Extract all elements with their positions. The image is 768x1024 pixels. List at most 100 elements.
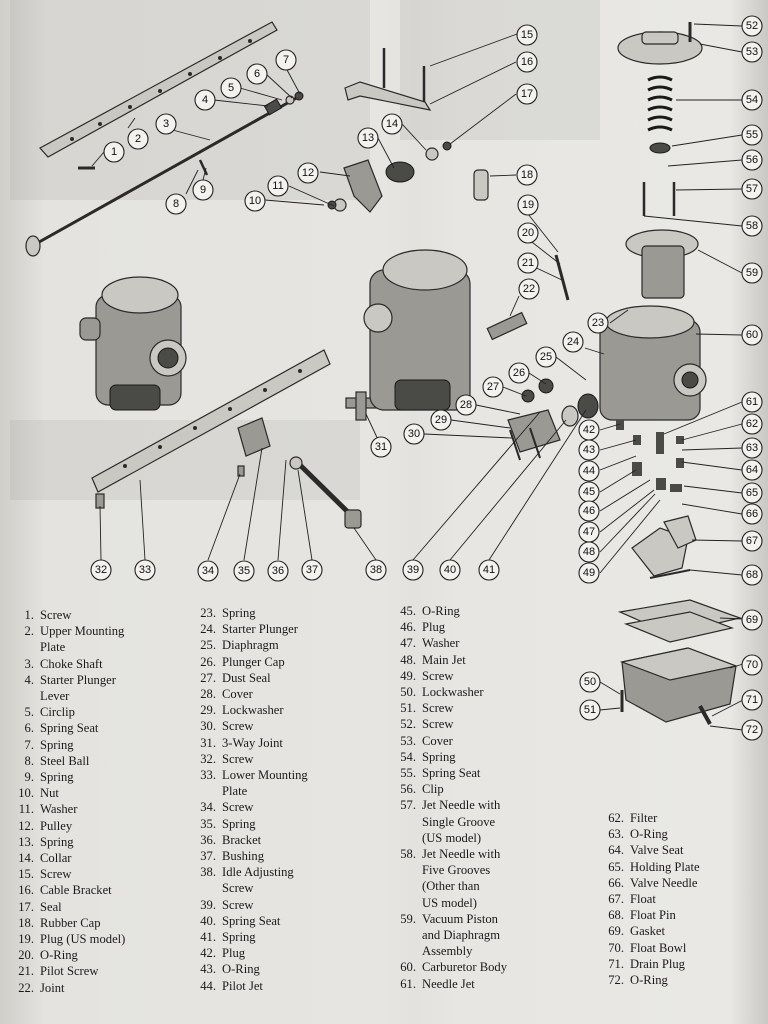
legend-item-name: Plug — [422, 620, 446, 635]
legend-item-number: 6. — [24, 721, 34, 736]
legend-item-name: O-Ring — [422, 604, 460, 618]
callout-6: 6 — [246, 63, 268, 85]
legend-item-number: 58. — [400, 847, 416, 862]
exploded-carburetor-diagram: 1 2 3 4 5 6 7 8 9 10 11 12 13 14 15 16 1… — [25, 15, 763, 586]
legend-item: 55.Spring Seat — [382, 765, 507, 781]
callout-58: 58 — [741, 215, 763, 237]
legend-item-number: 20. — [18, 948, 34, 963]
svg-text:65: 65 — [746, 487, 758, 499]
legend-item-name: O-Ring — [630, 827, 668, 842]
legend-item-name: Spring Seat — [222, 913, 281, 928]
callout-33: 33 — [134, 559, 156, 581]
legend-item-name: Starter Plunger — [40, 672, 116, 687]
legend-item-name: Diaphragm — [222, 638, 279, 653]
legend-item: 30.Screw — [182, 718, 308, 734]
svg-text:57: 57 — [746, 183, 758, 195]
legend-item: 13.Spring — [0, 834, 125, 850]
legend-item-number: 5. — [24, 705, 34, 720]
svg-text:13: 13 — [362, 132, 374, 144]
legend-item: 53.Cover — [382, 733, 507, 749]
legend-item-name: Float — [630, 892, 656, 907]
legend-item-name: Lockwasher — [222, 703, 284, 718]
legend-item-name: Screw — [422, 668, 454, 683]
legend-item: 67.Float — [590, 891, 700, 907]
legend-item-continuation: (US model) — [422, 830, 482, 845]
callout-40: 40 — [439, 559, 461, 581]
callout-12: 12 — [297, 162, 319, 184]
legend-item-number: 46. — [400, 620, 416, 635]
callout-55: 55 — [741, 124, 763, 146]
legend-item: 22.Joint — [0, 980, 125, 996]
legend-item: 38.Idle Adjusting — [182, 864, 308, 880]
callout-24: 24 — [562, 331, 584, 353]
legend-item-number: 52. — [400, 717, 416, 732]
svg-text:31: 31 — [375, 441, 387, 453]
legend-item: 72.O-Ring — [590, 972, 700, 988]
legend-item-name: Spring Seat — [40, 721, 99, 736]
legend-item: 28.Cover — [182, 686, 308, 702]
legend-item-number: 68. — [608, 908, 624, 923]
legend-item: 11.Washer — [0, 801, 125, 817]
svg-text:5: 5 — [228, 82, 234, 94]
svg-text:51: 51 — [584, 704, 596, 716]
legend-item-name: Spring — [422, 749, 456, 764]
legend-item-number: 63. — [608, 827, 624, 842]
callout-61: 61 — [741, 391, 763, 413]
svg-text:72: 72 — [746, 724, 758, 736]
legend-item-name: Pilot Jet — [222, 978, 263, 993]
legend-item-name: Bracket — [222, 832, 262, 847]
legend-item-number: 69. — [608, 924, 624, 939]
legend-item-number: 38. — [200, 865, 216, 880]
legend-item: 60.Carburetor Body — [382, 959, 507, 975]
legend-item-name: Holding Plate — [630, 859, 700, 874]
legend-item-number: 60. — [400, 960, 416, 975]
legend-item: 40. Spring Seat — [182, 913, 308, 929]
legend-item-number: 28. — [200, 687, 216, 702]
legend-item-name: Spring — [222, 930, 256, 945]
svg-text:39: 39 — [407, 564, 419, 576]
legend-item-continuation: Assembly — [422, 944, 473, 959]
callout-14: 14 — [381, 113, 403, 135]
legend-item-number: 25. — [200, 638, 216, 653]
callout-27: 27 — [482, 376, 504, 398]
legend-item: 6. Spring Seat — [0, 720, 125, 736]
callout-28: 28 — [455, 394, 477, 416]
svg-text:1: 1 — [111, 146, 117, 158]
legend-item: 43.O-Ring — [182, 961, 308, 977]
legend-item-continuation: Plate — [222, 784, 248, 799]
legend-item-name: Spring Seat — [422, 766, 481, 781]
legend-item: 33.Lower Mounting — [182, 767, 307, 783]
legend-item-number: 31. — [200, 735, 216, 750]
callout-4: 4 — [194, 89, 216, 111]
legend-item-number: 4. — [24, 672, 34, 687]
callout-markers: 1 2 3 4 5 6 7 8 9 10 11 12 13 14 15 16 1… — [90, 15, 763, 586]
legend-item-name: Lockwasher — [422, 685, 484, 700]
legend-item: 10.Nut — [0, 785, 125, 801]
svg-text:8: 8 — [173, 198, 179, 210]
legend-item: 52.Screw — [382, 716, 507, 732]
legend-item: 18.Rubber Cap — [0, 915, 125, 931]
lower-mounting-plate-drawing — [91, 349, 331, 493]
svg-text:4: 4 — [202, 94, 208, 106]
legend-item-number: 8. — [24, 753, 34, 768]
piston-spring-drawing — [647, 75, 673, 132]
callout-15: 15 — [516, 24, 538, 46]
svg-text:36: 36 — [272, 565, 284, 577]
legend-item-number: 51. — [400, 701, 416, 716]
starter-cover-drawing — [507, 409, 561, 453]
legend-item: 58.Jet Needle with — [382, 846, 507, 862]
legend-item-number: 45. — [400, 604, 416, 618]
legend-item-name: Screw — [222, 800, 254, 815]
legend-item-continuation: Screw — [222, 881, 254, 896]
legend-item-number: 12. — [18, 818, 34, 833]
legend-item-number: 39. — [200, 897, 216, 912]
legend-item-name: Starter Plunger — [222, 622, 298, 637]
legend-item-number: 19. — [18, 932, 34, 947]
legend-item: 32.Screw — [182, 751, 308, 767]
legend-item: 51.Screw — [382, 700, 507, 716]
legend-item-number: 27. — [200, 670, 216, 685]
callout-21: 21 — [517, 252, 539, 274]
legend-item-number: 40. — [200, 913, 216, 928]
callout-54: 54 — [741, 89, 763, 111]
callout-63: 63 — [741, 437, 763, 459]
